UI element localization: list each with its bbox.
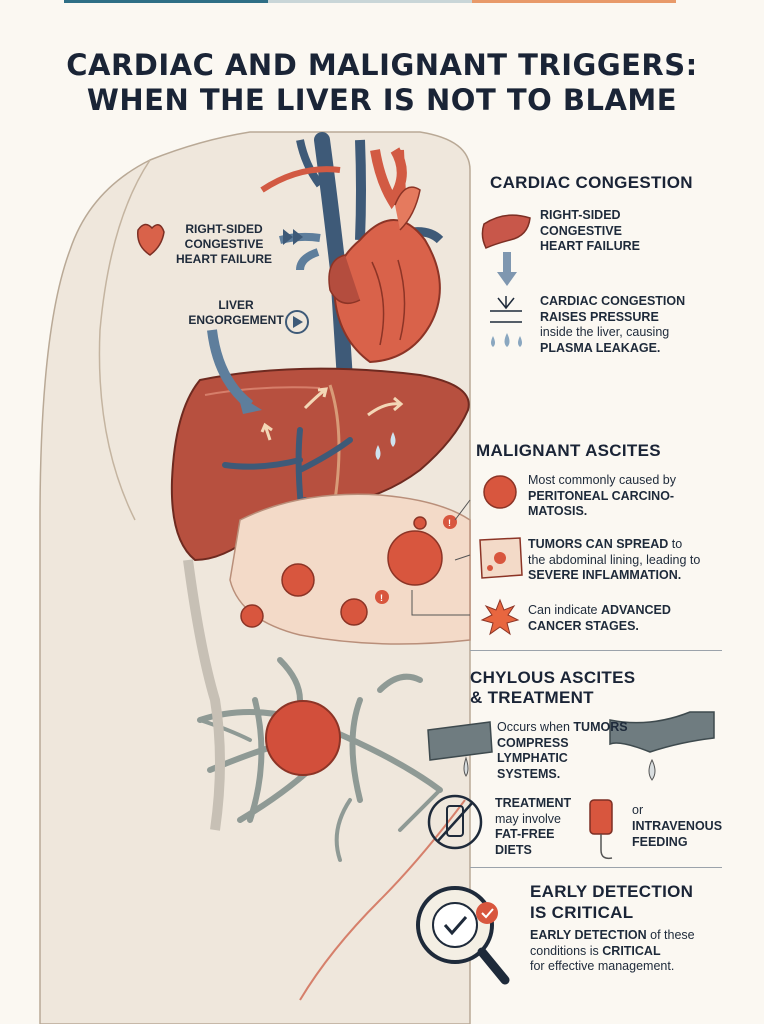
magnifier-check-icon bbox=[416, 886, 510, 985]
divider-2 bbox=[470, 867, 722, 868]
malignant-item-1: Most commonly caused by PERITONEAL CARCI… bbox=[528, 473, 748, 520]
malignant-item-2: TUMORS CAN SPREAD to the abdominal linin… bbox=[528, 537, 758, 584]
chylous-compress-bold: TUMORS bbox=[573, 720, 628, 734]
chylous-heading-line-2: & TREATMENT bbox=[470, 688, 594, 707]
cardiac-step-2-line-4: PLASMA LEAKAGE. bbox=[540, 340, 661, 355]
cardiac-step-1-line-2: CONGESTIVE bbox=[540, 223, 622, 238]
early-body-pre-2: conditions is bbox=[530, 943, 603, 958]
malignant-item-1-line-2: PERITONEAL CARCINO- bbox=[528, 488, 675, 503]
svg-text:!: ! bbox=[448, 518, 451, 528]
title-line-2: WHEN THE LIVER IS NOT TO BLAME bbox=[86, 83, 678, 117]
early-heading-line-2: IS CRITICAL bbox=[530, 903, 634, 922]
chylous-treatment-line-2: may involve bbox=[495, 811, 561, 826]
droplets-icon bbox=[491, 333, 522, 347]
cardiac-step-1-line-3: HEART FAILURE bbox=[540, 239, 640, 253]
tumor-icon bbox=[483, 475, 517, 509]
chylous-treatment-line-3: FAT-FREE bbox=[495, 827, 555, 841]
chylous-compress-line-3: LYMPHATIC bbox=[497, 751, 568, 765]
label-heart-failure-line-3: HEART FAILURE bbox=[176, 252, 272, 266]
fast-forward-icon bbox=[283, 229, 303, 245]
chylous-heading-line-1: CHYLOUS ASCITES bbox=[470, 668, 636, 687]
cardiac-step-2-line-1: CARDIAC CONGESTION bbox=[540, 294, 686, 308]
early-heading: EARLY DETECTION IS CRITICAL bbox=[530, 881, 693, 923]
lymph-vessel-icon-right bbox=[609, 711, 715, 781]
cardiac-step-2: CARDIAC CONGESTION RAISES PRESSURE insid… bbox=[540, 294, 750, 356]
lymph-vessel-icon-left bbox=[427, 721, 493, 777]
divider-1 bbox=[470, 650, 722, 651]
early-heading-line-1: EARLY DETECTION bbox=[530, 882, 694, 901]
label-heart-failure-line-2: CONGESTIVE bbox=[184, 237, 264, 251]
malignant-item-1-line-1: Most commonly caused by bbox=[528, 473, 676, 487]
malignant-item-2-bold: TUMORS CAN SPREAD bbox=[528, 537, 669, 551]
label-liver-engorgement: LIVER ENGORGEMENT bbox=[188, 298, 284, 328]
page-title: CARDIAC AND MALIGNANT TRIGGERS: WHEN THE… bbox=[0, 48, 764, 118]
heart-icon-left bbox=[137, 223, 165, 256]
cardiac-heading: CARDIAC CONGESTION bbox=[490, 173, 693, 192]
chylous-treatment-line-1: TREATMENT bbox=[495, 796, 572, 810]
tissue-icon bbox=[479, 537, 523, 579]
burst-icon bbox=[480, 598, 520, 636]
malignant-heading: MALIGNANT ASCITES bbox=[476, 441, 661, 460]
no-milk-icon bbox=[427, 794, 483, 850]
chylous-heading: CHYLOUS ASCITES & TREATMENT bbox=[470, 668, 635, 708]
chylous-treatment: TREATMENT may involve FAT-FREE DIETS bbox=[495, 796, 585, 858]
label-liver-engorgement-line-1: LIVER bbox=[218, 298, 254, 312]
early-body-bold-1: EARLY DETECTION bbox=[530, 928, 647, 942]
chylous-compress-line-2: COMPRESS bbox=[497, 735, 569, 750]
chylous-compress-line-4: SYSTEMS. bbox=[497, 766, 561, 781]
malignant-item-3-line-2: CANCER STAGES. bbox=[528, 618, 639, 633]
early-body-line-3: for effective management. bbox=[530, 959, 675, 973]
cardiac-step-1-line-1: RIGHT-SIDED bbox=[540, 208, 621, 222]
play-circle-icon bbox=[285, 310, 309, 334]
malignant-item-2-rest: to bbox=[668, 537, 683, 551]
down-arrow-icon bbox=[497, 252, 517, 286]
chylous-or: or bbox=[632, 803, 644, 817]
label-heart-failure: RIGHT-SIDED CONGESTIVE HEART FAILURE bbox=[168, 222, 280, 267]
chylous-treatment-line-4: DIETS bbox=[495, 842, 532, 857]
tumors bbox=[240, 516, 443, 628]
cardiac-step-1: RIGHT-SIDED CONGESTIVE HEART FAILURE bbox=[540, 208, 640, 255]
malignant-item-2-line-3: SEVERE INFLAMMATION. bbox=[528, 568, 682, 582]
iv-bag-icon bbox=[589, 799, 613, 860]
malignant-item-2-line-2: the abdominal lining, leading to bbox=[528, 552, 701, 567]
liver-icon bbox=[481, 214, 531, 249]
lymph-tumor bbox=[265, 700, 341, 776]
malignant-item-1-line-3: MATOSIS. bbox=[528, 504, 588, 518]
early-body-rest-1: of these bbox=[646, 928, 695, 942]
pressure-icon bbox=[490, 296, 522, 323]
malignant-item-3: Can indicate ADVANCED CANCER STAGES. bbox=[528, 603, 748, 634]
chylous-compress: Occurs when TUMORS COMPRESS LYMPHATIC SY… bbox=[497, 720, 657, 782]
chylous-iv: INTRAVENOUS FEEDING bbox=[632, 819, 742, 850]
cardiac-step-2-line-3: inside the liver, causing bbox=[540, 325, 670, 339]
chylous-iv-line-1: INTRAVENOUS bbox=[632, 819, 723, 833]
top-color-bar bbox=[0, 0, 764, 4]
title-line-1: CARDIAC AND MALIGNANT TRIGGERS: bbox=[66, 48, 698, 82]
svg-text:!: ! bbox=[380, 593, 383, 603]
early-body: EARLY DETECTION of these conditions is C… bbox=[530, 928, 740, 975]
malignant-item-3-bold: ADVANCED bbox=[600, 603, 671, 617]
chylous-iv-line-2: FEEDING bbox=[632, 834, 688, 849]
label-heart-failure-line-1: RIGHT-SIDED bbox=[185, 222, 263, 236]
malignant-item-3-pre: Can indicate bbox=[528, 603, 601, 617]
label-liver-engorgement-line-2: ENGORGEMENT bbox=[188, 313, 284, 327]
chylous-compress-pre: Occurs when bbox=[497, 720, 574, 734]
cardiac-step-2-line-2: RAISES PRESSURE bbox=[540, 309, 659, 324]
early-body-bold-2: CRITICAL bbox=[602, 943, 661, 958]
